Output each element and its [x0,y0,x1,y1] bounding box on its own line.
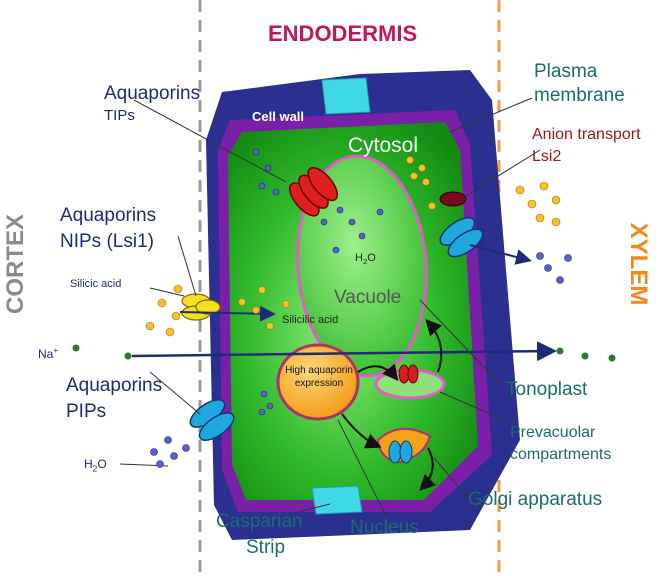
prevacuolar-label-line1: Prevacuolar [510,424,596,441]
golgi-aquaporin-left [388,440,402,464]
xylem-heading: XYLEM [625,222,652,306]
cytosol-label: Cytosol [348,134,419,157]
nucleus-label: Nucleus [350,517,419,538]
silicic-acid-left-label: Silicic acid [70,278,122,290]
nucleus-to-golgi-arrow [341,413,382,449]
xylem-efflux-arrow [469,244,532,265]
tips-aquaporin [289,166,339,217]
plasma-membrane-label-line2: membrane [534,85,625,106]
lsi2-transporter [439,191,467,207]
golgi-label: Golgi apparatus [468,489,603,510]
anion-transport-label-line1: Anion transport [532,126,641,143]
silicic-acid-inner-label: Silicilic acid [282,314,339,326]
na-plus-label: Na+ [38,345,59,361]
casparian-label-line1: Casparian [216,511,303,532]
endodermis-heading: ENDODERMIS [268,21,418,46]
aquaporins-nips-label-line2: NIPs (Lsi1) [60,231,154,252]
casparian-label-line2: Strip [246,537,286,558]
nucleus [276,343,360,421]
h2o-vacuole-label: H2O [355,252,376,267]
cell-wall-label: Cell wall [252,109,305,124]
golgi-to-membrane-arrow [419,447,437,491]
plasma-membrane-label-line1: Plasma [534,61,598,82]
golgi-aquaporin-right [399,440,413,464]
nucleus-to-prevacuolar-arrow [357,363,399,382]
tonoplast-label: Tonoplast [506,379,588,400]
anion-transport-label-line2: Lsi2 [532,148,562,165]
pip-aquaporin-left [189,399,235,441]
high-aquaporin-label: High aquaporin expression [285,365,353,389]
vacuole-label: Vacuole [334,287,402,308]
na-transport-arrow [131,341,557,362]
water-dots [150,148,572,468]
aquaporins-nips-label-line1: Aquaporins [60,205,157,226]
pip-aquaporin-right [439,217,484,258]
aquaporins-tips-label-line1: Aquaporins [104,83,201,104]
silicic-acid-dots [145,156,561,337]
prevacuolar-aquaporin-right [407,364,419,384]
aquaporins-pips-label-line1: Aquaporins [66,375,163,396]
vacuole [296,154,428,378]
prevacuolar-label-line2: compartments [510,446,612,463]
h2o-left-label: H2O [84,457,107,474]
sodium-dots [72,344,616,362]
casparian-strip-top [321,77,371,115]
prevacuolar-to-vacuole-arrow [425,319,443,373]
casparian-strip-bottom [311,485,363,515]
cortex-heading: CORTEX [2,213,29,314]
aquaporins-tips-label-line2: TIPs [104,107,135,124]
aquaporins-pips-label-line2: PIPs [66,401,107,422]
nips-aquaporin [181,293,221,321]
